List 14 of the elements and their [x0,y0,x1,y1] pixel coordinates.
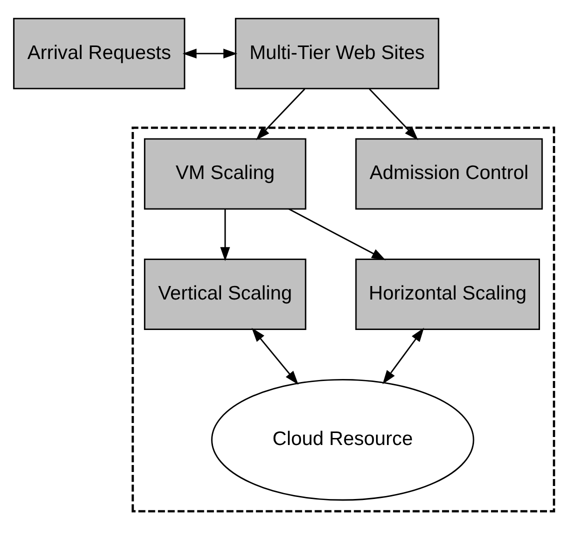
node-box: Multi-Tier Web Sites [234,18,440,90]
arrow [220,209,230,262]
node-box: Admission Control [355,138,543,210]
arrow [382,328,424,384]
node-ellipse: Cloud Resource [211,378,474,501]
arrow [182,48,238,58]
node-box: VM Scaling [144,138,306,210]
arrow [288,208,386,260]
arrow [252,328,298,385]
arrow [368,88,418,140]
node-box: Horizontal Scaling [355,258,540,330]
node-box: Arrival Requests [13,18,186,90]
node-box: Vertical Scaling [144,258,306,330]
arrow [256,88,306,140]
